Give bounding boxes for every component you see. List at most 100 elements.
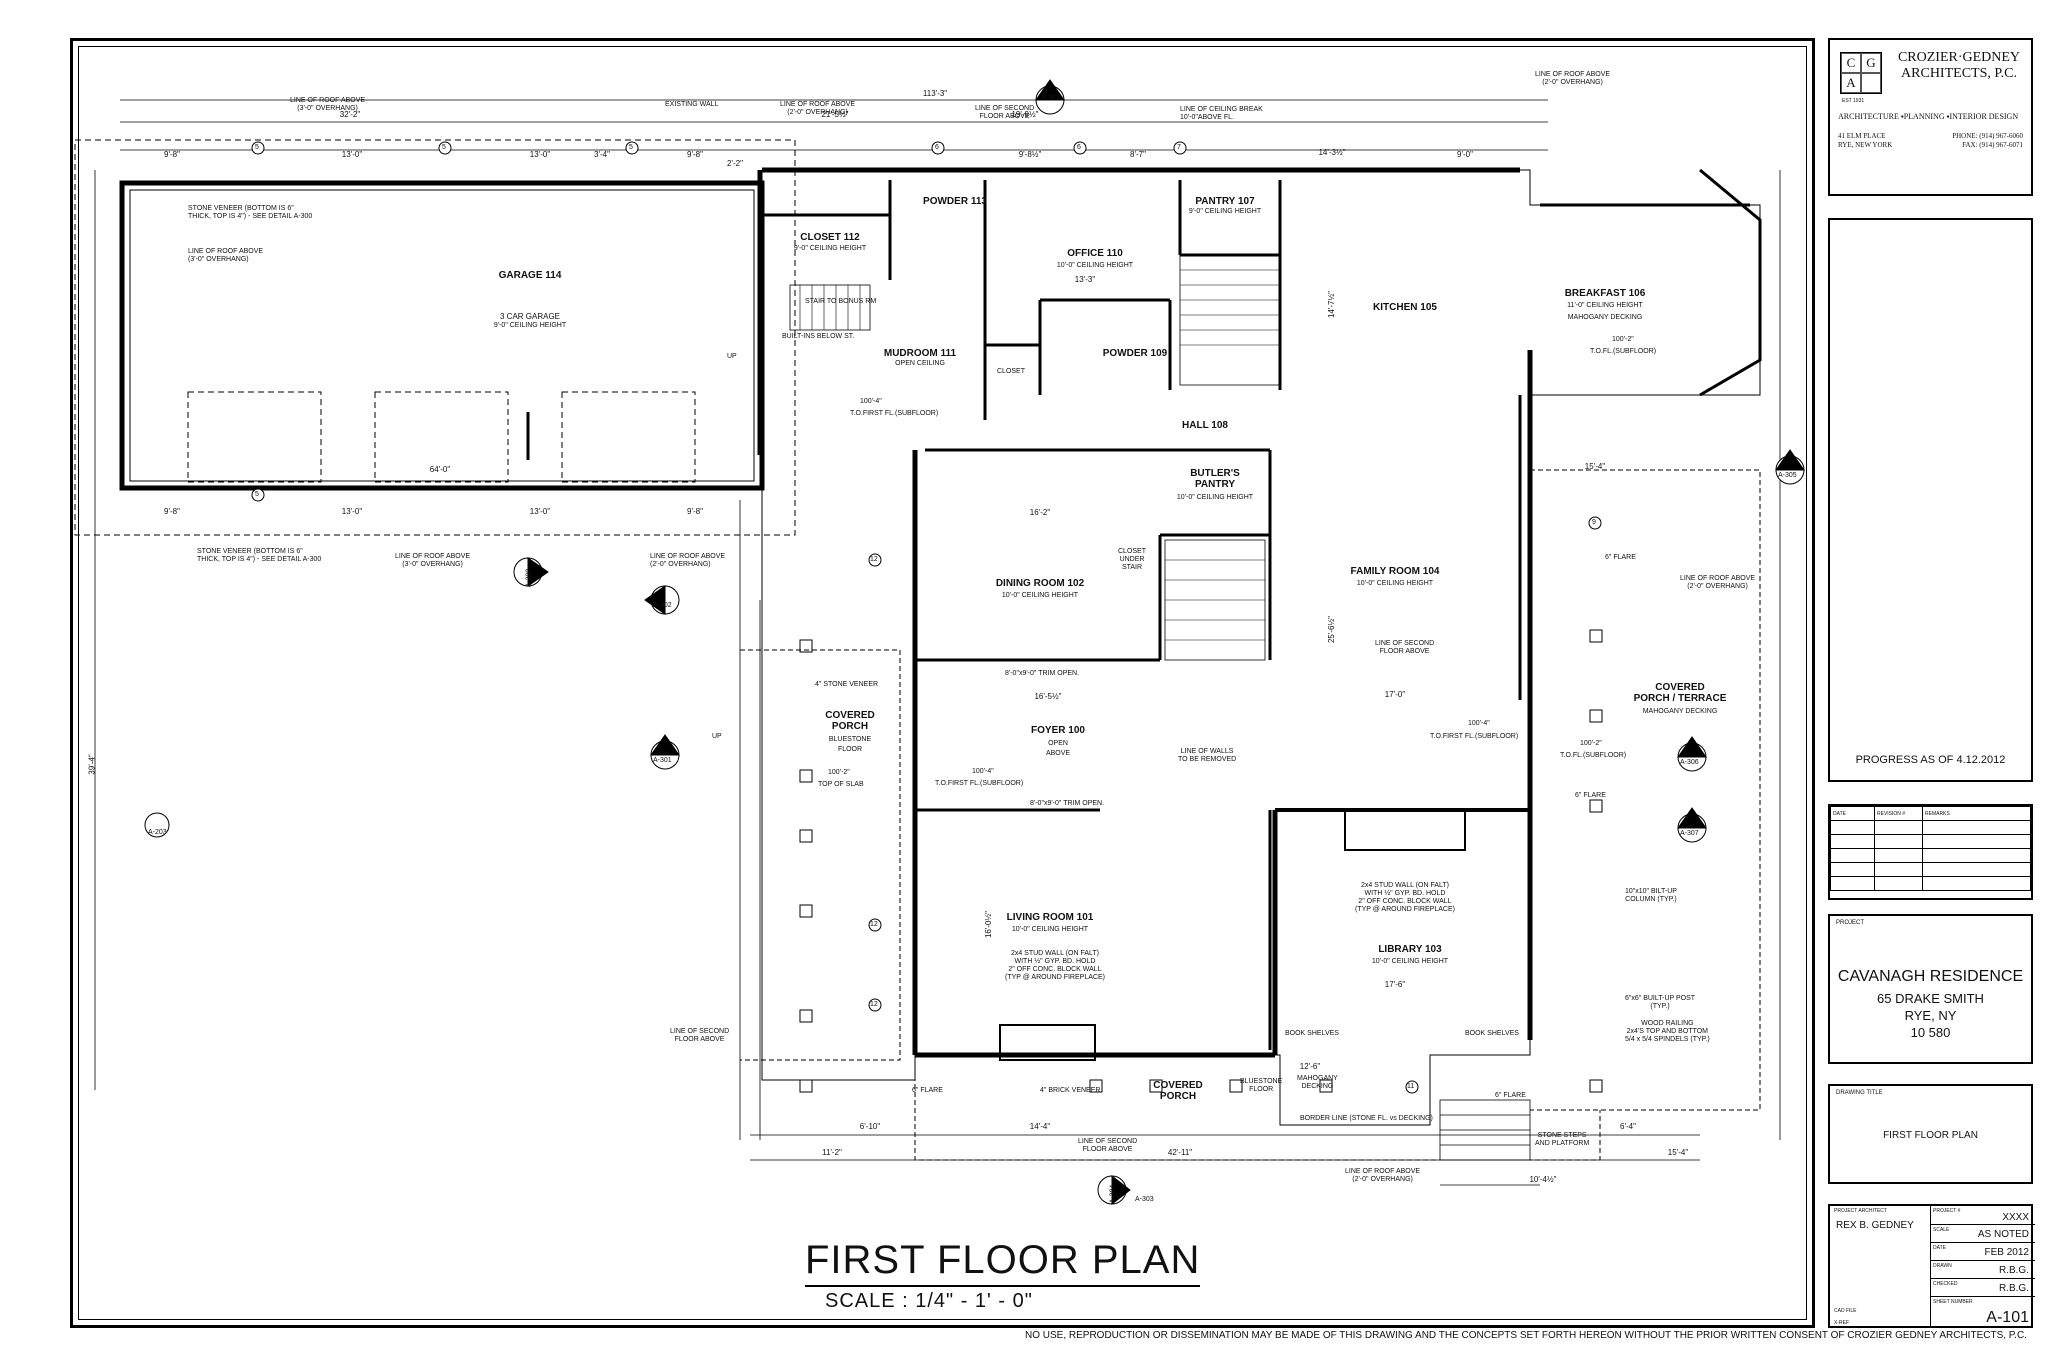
elev-porch: 100'-2" [828, 769, 850, 776]
garage-note-3-car: 3 CAR GARAGE [499, 312, 561, 321]
firm-est: EST 1931 [1842, 98, 1865, 104]
note-book-shelves-left: BOOK SHELVES [1285, 1030, 1339, 1037]
note-closet-small: CLOSET [997, 368, 1026, 375]
note-border-line: BORDER LINE (STONE FL. vs DECKING) [1300, 1115, 1433, 1122]
dim-bottom-left: 11'-2" [822, 1148, 842, 1157]
section-tag-top: A-301 [1041, 94, 1060, 101]
room-powder-113: POWDER 113 [923, 196, 987, 207]
disclaimer: NO USE, REPRODUCTION OR DISSEMINATION MA… [1025, 1330, 2027, 1341]
dim-top-a: 32'-2" [339, 110, 361, 119]
firm-services: ARCHITECTURE ▪PLANNING ▪INTERIOR DESIGN [1838, 112, 2019, 121]
note-up-porch: UP [712, 733, 722, 740]
breakfast106-ceiling: 11'-0" CEILING HEIGHT [1567, 302, 1643, 309]
note-column: 10"x10" BILT-UP COLUMN (TYP.) [1625, 888, 1677, 904]
dim-family-height: 25'-6½" [1327, 615, 1337, 644]
project-label: PROJECT [1836, 920, 1865, 926]
grid-bubble-9: 9 [1592, 519, 1596, 526]
elev-breakfast: 100'-2" [1612, 336, 1634, 343]
firm-name-line2: ARCHITECTS, P.C. [1901, 66, 2017, 82]
firm-name-line1: CROZIER·GEDNEY [1897, 50, 2021, 65]
grid-bubble-12c: 12 [870, 1001, 878, 1008]
info-row-scale: SCALE AS NOTED [1930, 1224, 2035, 1240]
date-value: FEB 2012 [1984, 1247, 2029, 1258]
progress-block: PROGRESS AS OF 4.12.2012 [1828, 218, 2033, 782]
breakfast106-decking: MAHOGANY DECKING [1567, 314, 1643, 321]
note-brick-veneer: 4" BRICK VENEER [1040, 1087, 1101, 1094]
porch-left-bluestone: BLUESTONE [828, 736, 872, 743]
room-pantry-107: PANTRY 107 [1195, 196, 1255, 207]
drawing-title-block: DRAWING TITLE FIRST FLOOR PLAN [1828, 1084, 2033, 1184]
elev-foyer: 100'-4" [972, 768, 994, 775]
dim-top-d: 14'-3½" [1318, 148, 1346, 157]
room-library-103: LIBRARY 103 [1378, 944, 1442, 955]
note-flare-right-top: 6" FLARE [1605, 554, 1636, 561]
drawing-border [78, 46, 1807, 1320]
room-covered-porch-terrace: COVERED PORCH / TERRACE [1634, 682, 1727, 704]
project-city: RYE, NY [1904, 1008, 1957, 1023]
dining102-ceiling: 10'-0" CEILING HEIGHT [1001, 592, 1079, 599]
firm-name: CROZIER·GEDNEY ARCHITECTS, P.C. [1888, 50, 2030, 82]
dim-seg-4: 9'-8" [687, 150, 703, 159]
firm-address-line1: 41 ELM PLACE [1838, 132, 1886, 140]
note-roof-above-5: LINE OF ROOF ABOVE (2'-0" OVERHANG) [650, 553, 726, 569]
grid-bubble-6: 6 [1077, 144, 1081, 151]
elev-family: 100'-4" [1468, 720, 1490, 727]
dim-library-width: 17'-6" [1384, 980, 1406, 989]
note-stone-veneer-2: STONE VENEER (BOTTOM IS 6" THICK, TOP IS… [197, 548, 322, 564]
section-tag-a307: A-307 [1680, 830, 1699, 837]
cad-file-label: CAD FILE [1834, 1308, 1857, 1314]
dim-seg-5: 3'-4" [594, 150, 610, 159]
porch-left-name-1: COVERED [825, 710, 875, 721]
date-label: DATE [1933, 1245, 1946, 1251]
dim-bottom-total: 42'-11" [1167, 1148, 1193, 1157]
grid-bubble-5: 6 [935, 144, 939, 151]
dim-office-width: 13'-3" [1074, 275, 1096, 284]
info-block: PROJECT ARCHITECT REX B. GEDNEY CAD FILE… [1828, 1204, 2035, 1328]
note-roof-above-2: LINE OF ROOF ABOVE (2'-0" OVERHANG) [780, 101, 856, 117]
dim-bottom-3: 13'-0" [529, 507, 551, 516]
room-family-104: FAMILY ROOM 104 [1350, 566, 1440, 577]
grid-bubble-2: 5 [442, 144, 446, 151]
dim-dining-width: 16'-2" [1029, 508, 1051, 517]
note-tofl-mudroom: T.O.FIRST FL.(SUBFLOOR) [850, 410, 939, 417]
note-trim-open-1: 8'-0"x9'-0" TRIM OPEN. [1005, 670, 1080, 677]
note-roof-above-right: LINE OF ROOF ABOVE (2'-0" OVERHANG) [1680, 575, 1756, 591]
note-builtins: BUILT-INS BELOW ST. [782, 333, 855, 340]
firm-phone: PHONE: (914) 967-6060 [1952, 132, 2023, 140]
dim-top-c: 19'-9½" [1011, 110, 1039, 119]
dim-seg-8: 8'-7" [1130, 150, 1146, 159]
sheet-border [70, 38, 1815, 1328]
note-roof-above-bottom: LINE OF ROOF ABOVE (2'-0" OVERHANG) [1345, 1168, 1421, 1184]
firm-contact: PHONE: (914) 967-6060 FAX: (914) 967-607… [1952, 132, 2023, 150]
porch-right-name-1: COVERED [1655, 682, 1705, 693]
dim-seg-1: 9'-8" [164, 150, 180, 159]
dim-seg-3: 13'-0" [529, 150, 551, 159]
note-top-of-slab: TOP OF SLAB [818, 781, 864, 788]
room-office-110: OFFICE 110 [1067, 248, 1123, 259]
sheet-title: FIRST FLOOR PLAN [805, 1238, 1201, 1287]
xref-label: X-REF [1834, 1320, 1849, 1326]
dim-porch: 12'-6" [1299, 1062, 1321, 1071]
pantry107-ceiling: 9'-0" CEILING HEIGHT [1188, 208, 1262, 215]
room-covered-porch-left: COVERED PORCH [825, 710, 874, 732]
room-foyer-100: FOYER 100 [1031, 725, 1085, 736]
section-tag-a306: A-306 [1680, 759, 1699, 766]
dim-bottom-right: 6'-4" [1620, 1122, 1636, 1131]
logo-letter-c: C [1841, 53, 1861, 73]
grid-bubble-12a: 12 [870, 556, 878, 563]
mudroom111-ceiling: OPEN CEILING [895, 360, 945, 367]
dim-bottom-left-2: 6'-10" [859, 1122, 881, 1131]
dim-bottom-1: 9'-8" [164, 507, 180, 516]
revisions-block: DATE REVISION # REMARKS [1828, 804, 2033, 900]
dim-bottom-2: 13'-0" [341, 507, 363, 516]
dim-left-total: 39'-4" [87, 754, 97, 775]
info-row-drawn: DRAWN R.B.G. [1930, 1260, 2035, 1276]
garage-ceiling-height: 9'-0" CEILING HEIGHT [493, 322, 567, 329]
library103-ceiling: 10'-0" CEILING HEIGHT [1371, 958, 1449, 965]
living101-ceiling: 10'-0" CEILING HEIGHT [1011, 926, 1089, 933]
dim-seg-9: 9'-0" [1457, 150, 1473, 159]
note-second-floor-above: LINE OF SECOND FLOOR ABOVE [975, 105, 1035, 121]
note-roof-above-3: LINE OF ROOF ABOVE (2'-0" OVERHANG) [1535, 71, 1611, 87]
logo-letter-g: G [1861, 53, 1881, 73]
note-flare-bottom-left: 6" FLARE [912, 1087, 943, 1094]
